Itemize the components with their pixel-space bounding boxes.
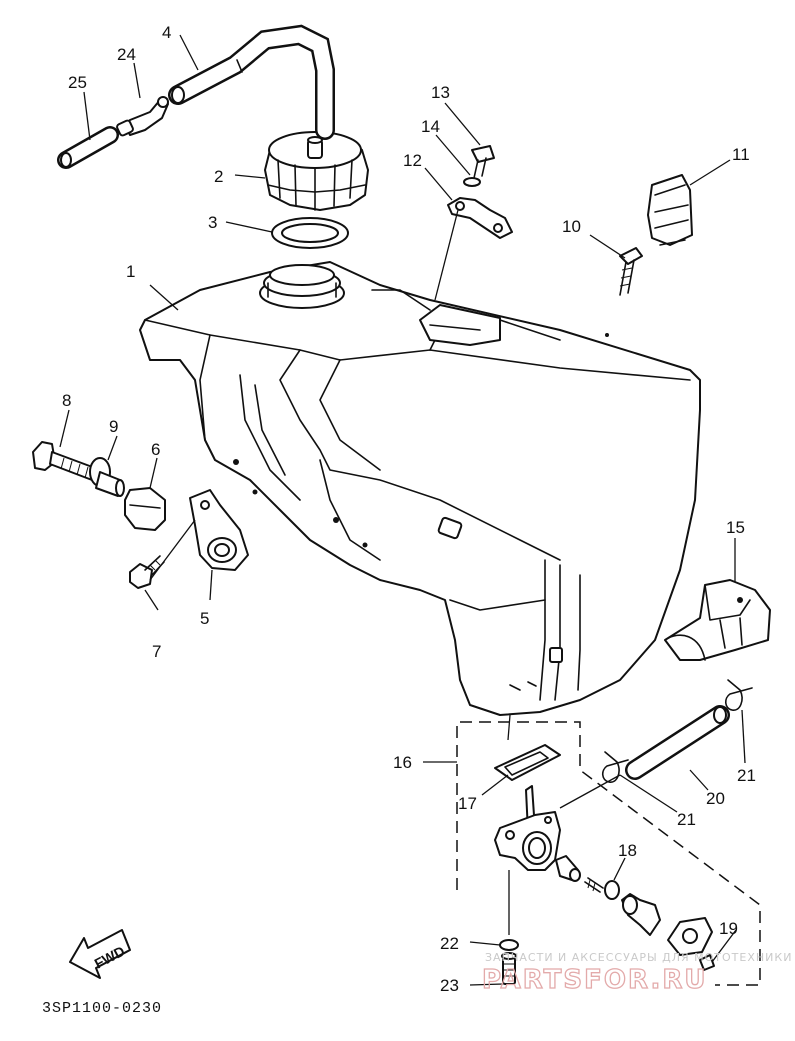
mount-bolt: [32, 441, 96, 481]
label-5: 5: [200, 609, 209, 628]
mount-bracket: [189, 489, 249, 571]
fuel-cap: [264, 131, 369, 211]
leader-lines: [59, 34, 746, 986]
bracket-bolt: [129, 555, 165, 589]
watermark-logo: PARTSFOR.RU: [482, 965, 707, 995]
label-3: 3: [208, 213, 217, 232]
damper: [124, 487, 166, 531]
hose-clip-lower: [601, 751, 629, 783]
lever-plate: [667, 917, 715, 971]
label-24: 24: [117, 45, 136, 64]
label-17: 17: [458, 794, 477, 813]
part-labels: 1 2 3 4 5 6 7 8 9 10 11 12 13 14 15 16 1…: [62, 23, 756, 995]
label-6: 6: [151, 440, 160, 459]
fuel-cock-body: [494, 785, 561, 871]
label-7: 7: [152, 642, 161, 661]
label-22: 22: [440, 934, 459, 953]
stay-bracket: [447, 197, 513, 239]
fuel-cock-lever: [621, 893, 661, 936]
hose-clip-upper: [724, 679, 753, 711]
fuel-tank: [139, 261, 701, 716]
label-19: 19: [719, 919, 738, 938]
label-8: 8: [62, 391, 71, 410]
label-25: 25: [68, 73, 87, 92]
drain-washer: [499, 939, 519, 951]
label-1: 1: [126, 262, 135, 281]
label-13: 13: [431, 83, 450, 102]
rear-protector: [664, 579, 771, 661]
label-14: 14: [421, 117, 440, 136]
label-11: 11: [732, 145, 750, 164]
label-9: 9: [109, 417, 118, 436]
tank-screw: [619, 247, 643, 296]
label-4: 4: [162, 23, 171, 42]
short-hose: [57, 126, 119, 169]
label-18: 18: [618, 841, 637, 860]
label-23: 23: [440, 976, 459, 995]
cap-gasket: [271, 217, 349, 249]
breather-hose: [168, 24, 335, 140]
forward-arrow-icon: FWD: [69, 929, 131, 979]
fuel-cock-gasket: [494, 744, 561, 781]
label-20: 20: [706, 789, 725, 808]
label-10: 10: [562, 217, 581, 236]
watermark-tagline: ЗАПЧАСТИ И АКСЕССУАРЫ ДЛЯ МОТОТЕХНИКИ: [485, 951, 792, 964]
fuel-cock-parts: [555, 855, 620, 900]
collar: [89, 457, 125, 497]
watermark: ЗАПЧАСТИ И АКСЕССУАРЫ ДЛЯ МОТОТЕХНИКИ PA…: [481, 951, 792, 996]
diagram-code: 3SP1100-0230: [42, 1000, 162, 1017]
label-21-lower: 21: [677, 810, 696, 829]
tank-clip: [647, 174, 693, 246]
label-21-upper: 21: [737, 766, 756, 785]
label-2: 2: [214, 167, 223, 186]
overflow-pipe: [625, 705, 730, 780]
stay-bolt: [463, 145, 495, 187]
breather-valve: [116, 96, 169, 137]
label-12: 12: [403, 151, 422, 170]
drain-screw: [501, 952, 517, 985]
label-15: 15: [726, 518, 745, 537]
label-16: 16: [393, 753, 412, 772]
